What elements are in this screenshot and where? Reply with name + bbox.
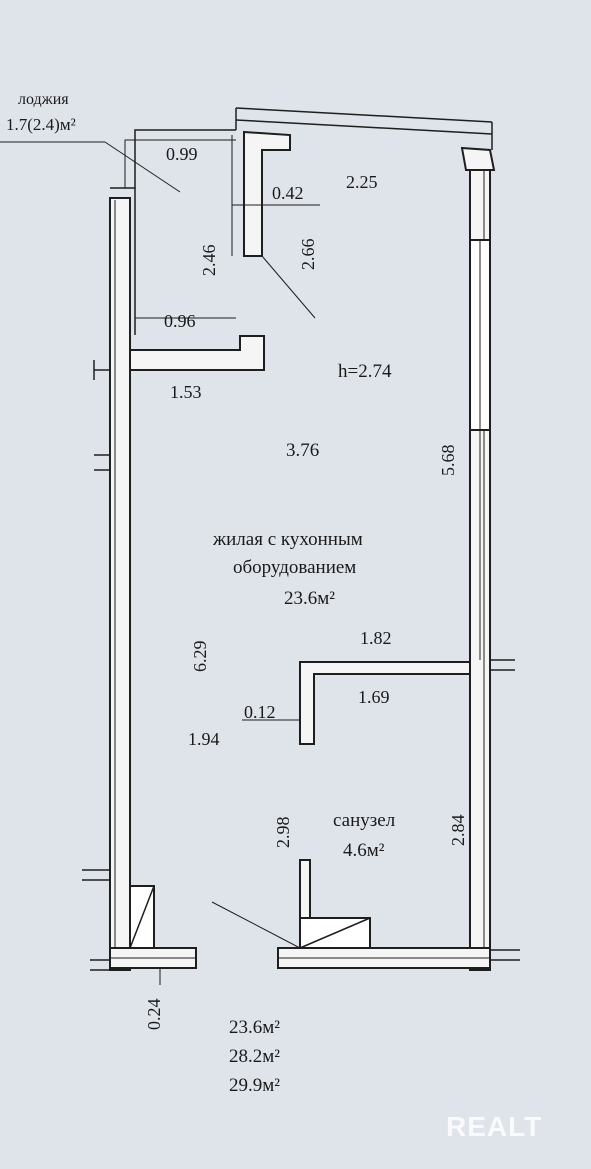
dim-1-69: 1.69 (358, 687, 390, 707)
dim-1-82: 1.82 (360, 628, 392, 648)
living-room-title-1: жилая с кухонным (212, 529, 363, 550)
bathroom-title: санузел (333, 810, 396, 831)
loggia-outline (110, 129, 236, 189)
dim-0-12: 0.12 (244, 702, 276, 722)
loggia-l-wall (243, 130, 291, 257)
bathroom-area: 4.6м² (343, 840, 385, 861)
bathroom-wall (299, 661, 471, 745)
dim-2-66: 2.66 (298, 239, 318, 271)
top-rail (235, 107, 493, 123)
dim-0-24: 0.24 (144, 999, 164, 1031)
total-area-1: 23.6м² (229, 1017, 280, 1038)
dim-2-46: 2.46 (199, 245, 219, 277)
dim-0-42: 0.42 (272, 183, 304, 203)
total-area-3: 29.9м² (229, 1075, 280, 1096)
loggia-name-label: лоджия (18, 91, 69, 108)
left-wall (109, 197, 131, 971)
dim-0-99: 0.99 (166, 144, 198, 164)
dim-6-29: 6.29 (190, 641, 210, 673)
dim-2-84: 2.84 (448, 815, 468, 847)
dim-2-25: 2.25 (346, 172, 378, 192)
dim-0-96: 0.96 (164, 311, 196, 331)
height-label: h=2.74 (338, 361, 392, 382)
living-room-area: 23.6м² (284, 588, 335, 609)
partition-wall (129, 335, 265, 371)
loggia-area-label: 1.7(2.4)м² (6, 115, 76, 134)
right-top-pier (460, 146, 496, 171)
total-area-2: 28.2м² (229, 1046, 280, 1067)
dim-5-68: 5.68 (438, 445, 458, 477)
watermark-logo: REALT (446, 1111, 542, 1142)
dim-1-53: 1.53 (170, 382, 202, 402)
dim-2-98: 2.98 (273, 817, 293, 849)
dim-1-94: 1.94 (188, 729, 220, 749)
living-room-title-2: оборудованием (233, 557, 356, 578)
dim-3-76: 3.76 (286, 440, 319, 461)
